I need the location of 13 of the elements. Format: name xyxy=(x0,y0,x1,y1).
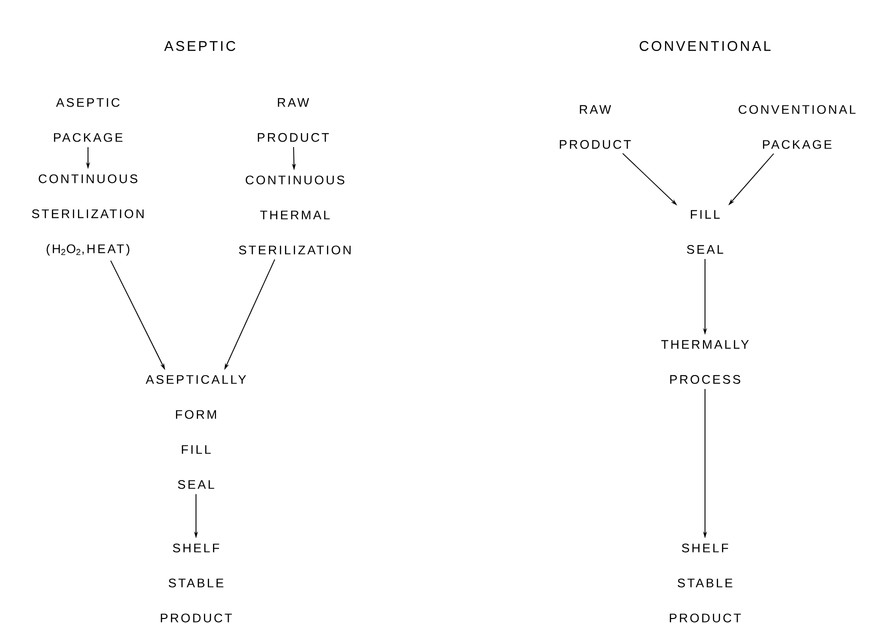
step-text: CONTINUOUS THERMAL STERILIZATION xyxy=(239,176,351,254)
step-text: ASEPTICALLY FORM FILL SEAL xyxy=(146,375,246,489)
step-text: SHELF STABLE PRODUCT xyxy=(670,544,741,622)
section-heading: CONVENTIONAL xyxy=(640,41,771,51)
step-text: CONVENTIONAL PACKAGE xyxy=(738,105,856,149)
step-text: SHELF STABLE PRODUCT xyxy=(160,544,232,622)
step-text: THERMALLY PROCESS xyxy=(661,340,749,384)
section-heading: ASEPTIC xyxy=(164,41,236,51)
step-text: RAW PRODUCT xyxy=(560,105,631,149)
step-text: ASEPTIC PACKAGE xyxy=(54,98,122,142)
step-text: RAW PRODUCT xyxy=(258,98,329,142)
step-text: FILL SEAL xyxy=(686,210,724,254)
step-text: CONTINUOUS STERILIZATION (H$_{2}$O$_{2}$,HEAT) xyxy=(32,174,144,256)
